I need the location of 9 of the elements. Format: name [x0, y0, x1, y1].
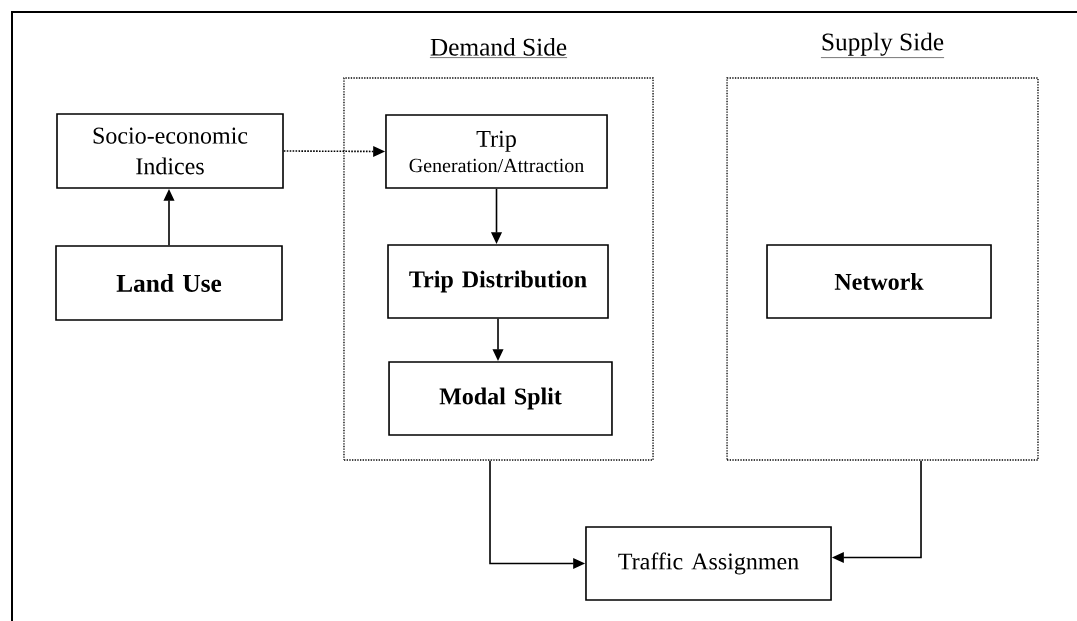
process-box: Network — [766, 244, 992, 319]
process-box: Socio-economic Indices — [56, 113, 284, 189]
process-box: Trip Distribution — [387, 244, 609, 319]
process-box: Traffic Assignmen — [585, 526, 832, 601]
group-heading: Demand Side — [429, 37, 568, 58]
process-box: Modal Split — [388, 361, 613, 436]
group-heading: Supply Side — [820, 32, 945, 58]
process-box: Trip Generation/Attraction — [385, 114, 608, 189]
process-box: Land Use — [55, 245, 283, 321]
